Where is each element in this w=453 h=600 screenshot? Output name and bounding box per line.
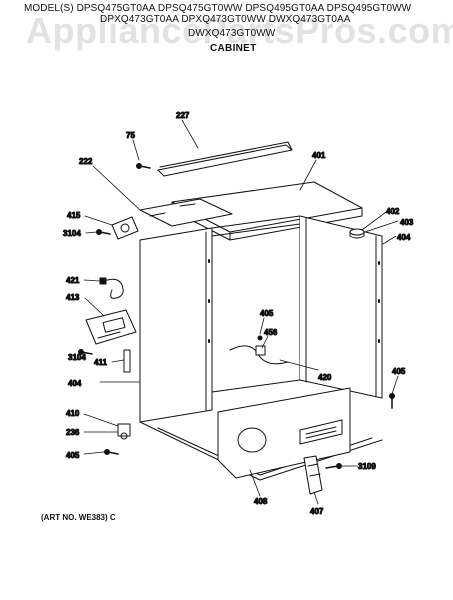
- section-title: CABINET: [210, 43, 257, 54]
- part-label-415: 415: [67, 211, 81, 220]
- part-label-3109: 3109: [358, 462, 376, 471]
- screw-3104-shape: [96, 229, 111, 235]
- part-label-401: 401: [312, 151, 326, 160]
- part-label-236: 236: [66, 428, 80, 437]
- model-list-line-1: MODEL(S) DPSQ475GT0AA DPSQ475GT0WW DPSQ4…: [24, 3, 412, 14]
- part-label-75: 75: [126, 131, 135, 140]
- sensor-456-shape: [255, 335, 266, 356]
- rear-bracket-shape: [139, 198, 233, 227]
- part-label-222: 222: [79, 157, 93, 166]
- part-label-404-lower: 404: [68, 379, 82, 388]
- screw-405-right-shape: [389, 393, 395, 409]
- screw-75-shape: [136, 163, 151, 169]
- terminal-block-shape: [85, 309, 137, 345]
- part-label-421: 421: [66, 276, 80, 285]
- part-label-456: 456: [264, 328, 278, 337]
- part-label-407: 407: [310, 507, 324, 516]
- part-label-403: 403: [400, 218, 414, 227]
- part-label-405-lower: 405: [66, 451, 80, 460]
- door-hinge-bracket-shape: [117, 423, 131, 440]
- model-list-line-2: DPXQ473GT0AA DPXQ473GT0WW DWXQ473GT0AA: [100, 14, 351, 25]
- part-labels: 227 75 401 222 415 3104 402 403 404 421 …: [63, 111, 415, 517]
- front-panel-shape: [217, 387, 351, 479]
- power-cord-shape: [99, 277, 124, 299]
- model-list-line-3: DWXQ473GT0WW: [188, 28, 276, 39]
- part-label-402: 402: [386, 207, 400, 216]
- leader-lines: [80, 119, 399, 505]
- part-label-420: 420: [318, 373, 332, 382]
- part-label-227: 227: [176, 111, 190, 120]
- art-number-note: (ART NO. WE383) C: [41, 513, 116, 522]
- part-label-410: 410: [66, 409, 80, 418]
- top-brace-shape: [157, 141, 293, 177]
- part-label-3104: 3104: [63, 229, 81, 238]
- part-label-408: 408: [254, 497, 268, 506]
- screw-3109-shape: [325, 463, 342, 469]
- part-label-405: 405: [260, 309, 274, 318]
- part-label-405-right: 405: [392, 367, 406, 376]
- leveling-knob-shape: [349, 228, 365, 239]
- lint-duct-shape: [303, 455, 323, 495]
- part-label-411: 411: [94, 358, 107, 367]
- cabinet-body-shape: [139, 215, 383, 481]
- part-label-413: 413: [66, 293, 80, 302]
- mounting-plate-shape: [111, 216, 139, 240]
- screw-405-lower-shape: [104, 449, 119, 455]
- part-label-404: 404: [397, 233, 411, 242]
- strain-relief-shape: [123, 349, 131, 373]
- part-label-3104-lower: 3104: [68, 353, 86, 362]
